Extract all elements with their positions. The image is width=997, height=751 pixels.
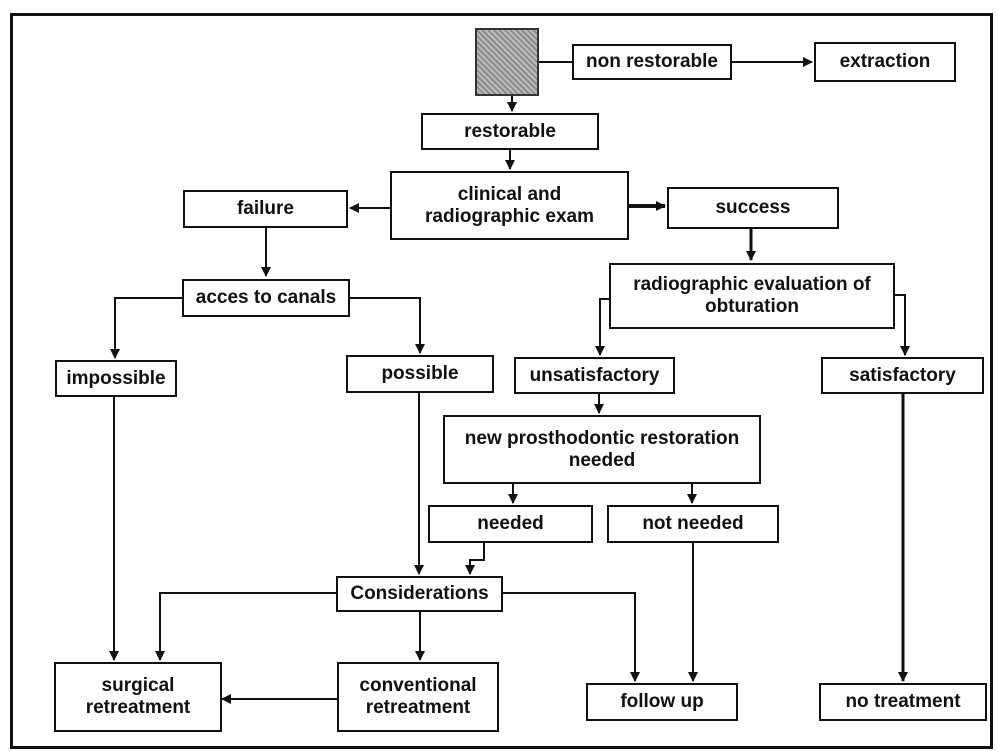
edge-needed-considerations [465, 543, 485, 575]
edge-considerations-surgical [155, 592, 336, 661]
edge-considerations-followup [503, 592, 640, 682]
node-no-treatment: no treatment [819, 683, 987, 721]
edge-access-impossible [110, 297, 182, 359]
node-radiographic-evaluation: radiographic evaluation of obturation [609, 263, 895, 329]
node-possible: possible [346, 355, 494, 393]
node-satisfactory: satisfactory [821, 357, 984, 394]
node-unsatisfactory: unsatisfactory [514, 357, 675, 394]
node-needed: needed [428, 505, 593, 543]
node-surgical-retreatment: surgical retreatment [54, 662, 222, 732]
node-clinical-radiographic-exam: clinical and radiographic exam [390, 171, 629, 240]
node-impossible: impossible [55, 360, 177, 397]
node-extraction: extraction [814, 42, 956, 82]
node-considerations: Considerations [336, 576, 503, 612]
tooth-image [475, 28, 539, 96]
node-non-restorable: non restorable [572, 44, 732, 80]
node-success: success [667, 187, 839, 229]
node-access-to-canals: acces to canals [182, 279, 350, 317]
edge-access-possible [350, 297, 425, 354]
node-not-needed: not needed [607, 505, 779, 543]
node-conventional-retreatment: conventional retreatment [337, 662, 499, 732]
edge-radioeval-satisfactory [895, 294, 910, 356]
node-failure: failure [183, 190, 348, 228]
node-new-prosthodontic-restoration: new prosthodontic restoration needed [443, 415, 761, 484]
node-restorable: restorable [421, 113, 599, 150]
node-follow-up: follow up [586, 683, 738, 721]
edge-radioeval-unsatisfactory [595, 298, 609, 356]
